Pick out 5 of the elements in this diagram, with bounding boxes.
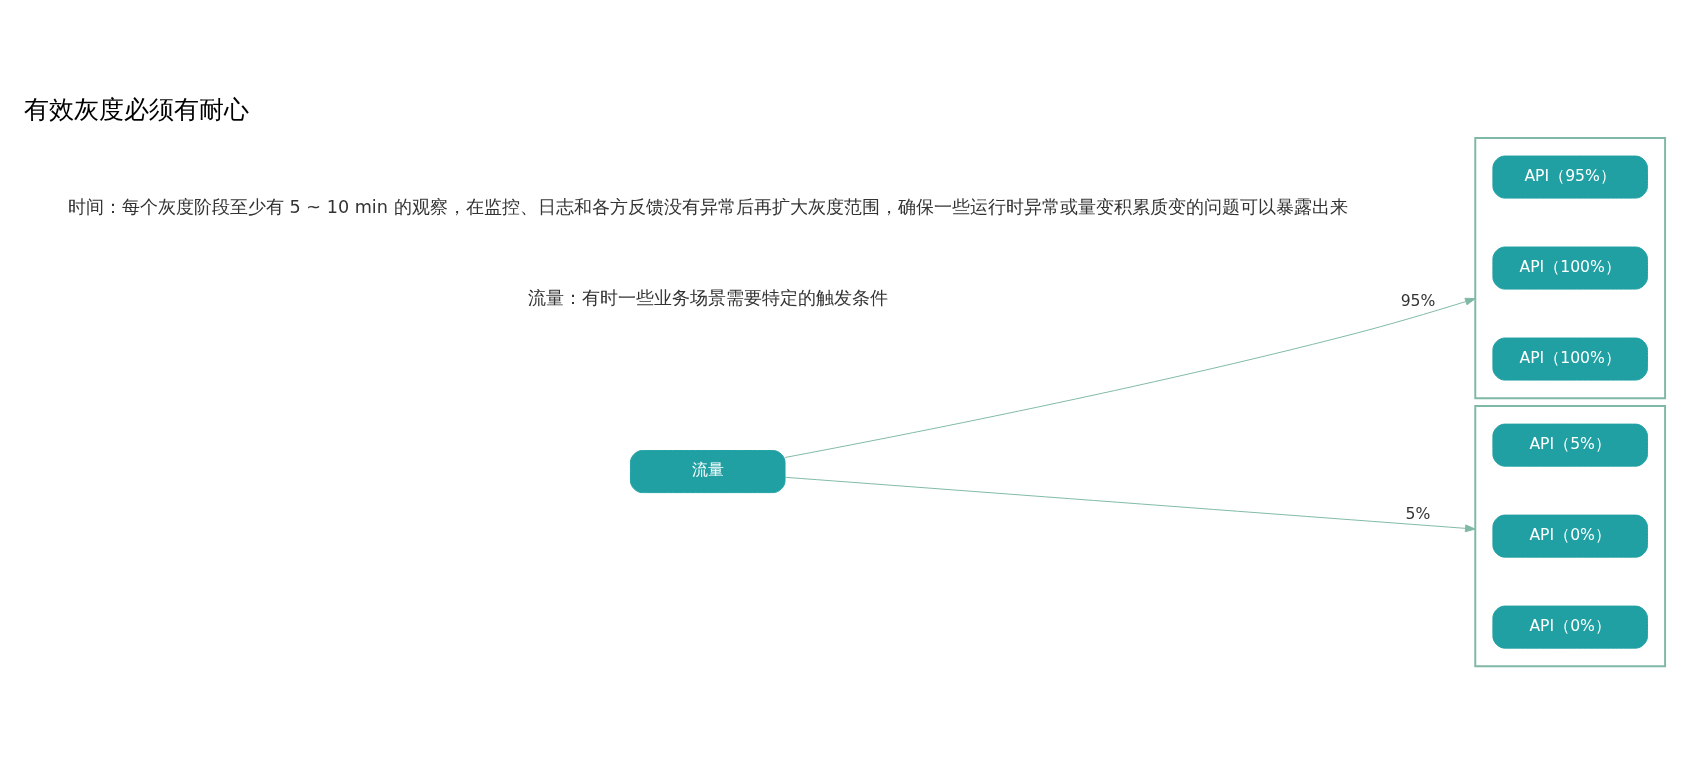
edge-label: 5% [1405, 504, 1431, 524]
label: 流量：有时一些业务场景需要特定的触发条件 [527, 287, 888, 308]
diagram-title: 有效灰度必须有耐心 [24, 94, 250, 125]
label: 时间：每个灰度阶段至少有 5 ~ 10 min 的观察，在监控、日志和各方反馈没有异常后再扩大灰度范围，确保一些运行时异常或量变积累质变的问题可以暴露出来 [67, 196, 1348, 217]
edge-label: 95% [1400, 291, 1436, 311]
